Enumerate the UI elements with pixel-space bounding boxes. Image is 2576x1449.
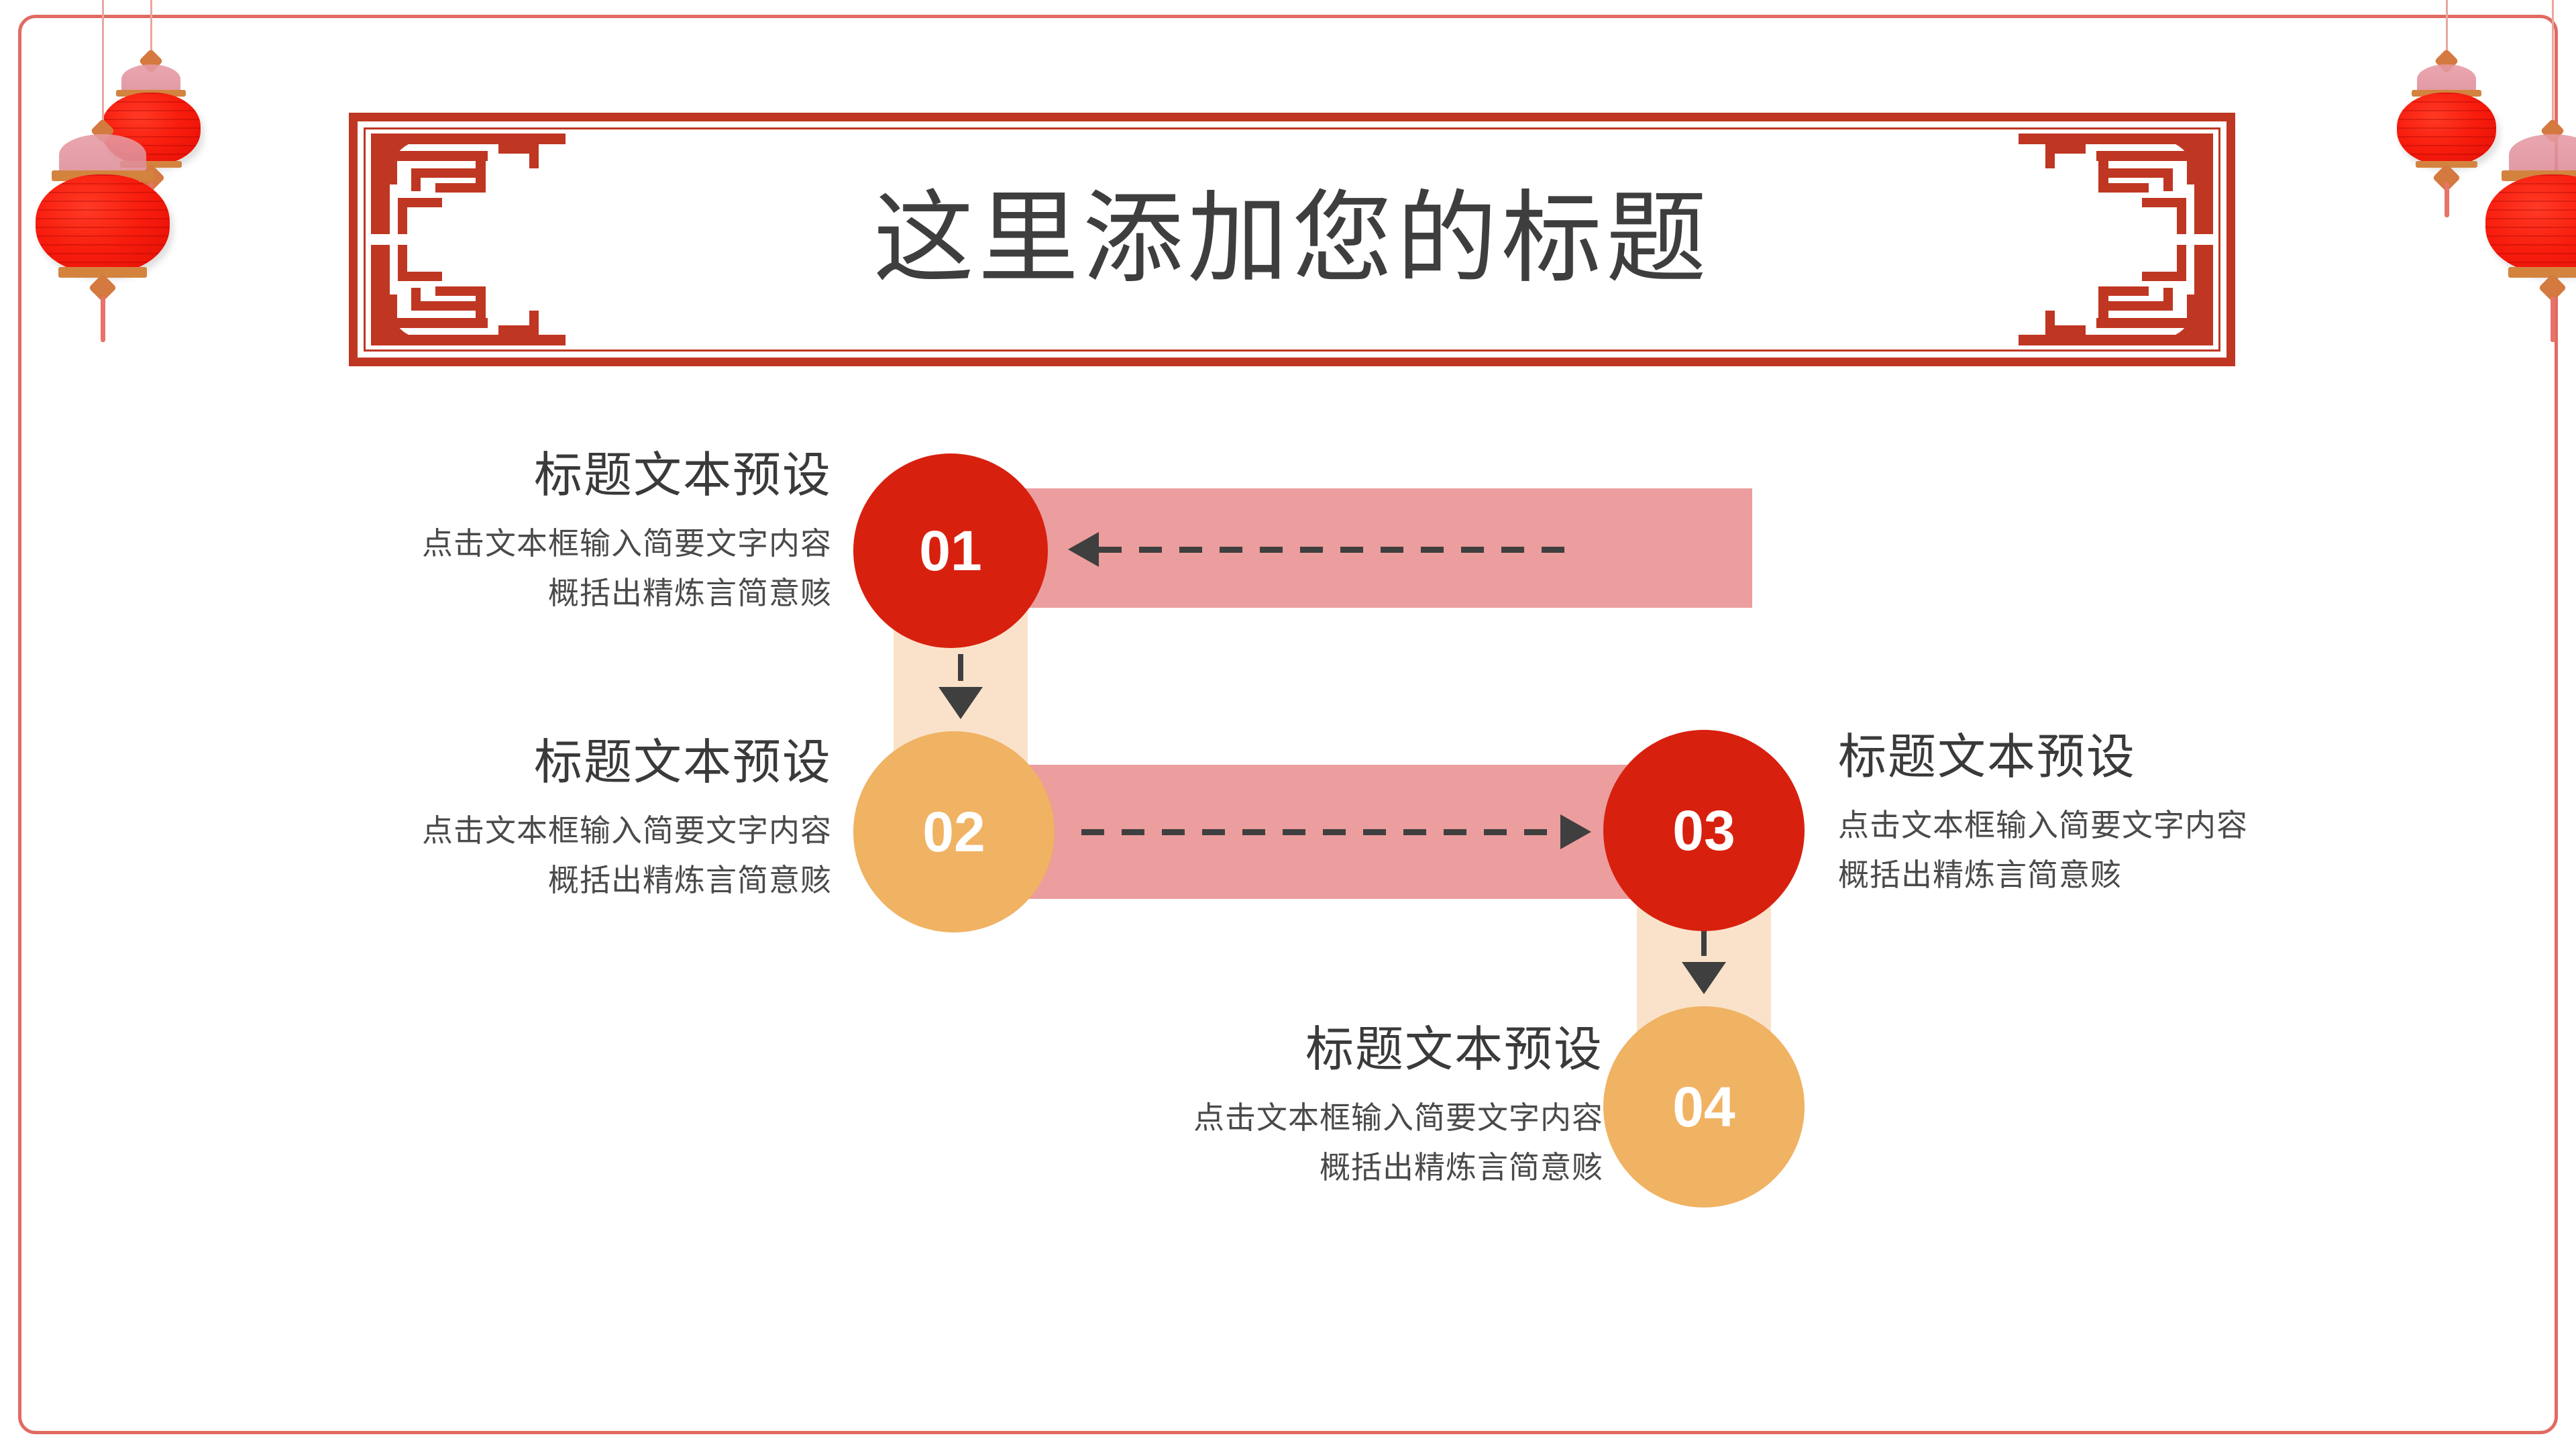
- lantern-string: [150, 0, 152, 59]
- step-heading-04: 标题文本预设: [1305, 1023, 1603, 1077]
- lantern-string: [2551, 0, 2554, 129]
- arrow-into-step-01: [1068, 532, 1564, 567]
- step-text-block-02: 标题文本预设 点击文本框输入简要文字内容 概括出精炼言简意赅: [158, 736, 832, 906]
- step-text-block-01: 标题文本预设 点击文本框输入简要文字内容 概括出精炼言简意赅: [158, 449, 832, 619]
- arrow-dash-line: [1701, 929, 1707, 956]
- lantern-tassel: [2550, 297, 2555, 342]
- lantern-top-right-large: [2482, 0, 2576, 342]
- step-body-line-1: 点击文本框输入简要文字内容: [1193, 1100, 1603, 1135]
- arrow-dash-line: [958, 654, 963, 681]
- step-body-line-1: 点击文本框输入简要文字内容: [422, 526, 832, 561]
- lantern-tassel: [2444, 182, 2449, 217]
- lantern-body: [2485, 174, 2576, 274]
- lantern-dome: [121, 64, 180, 94]
- arrow-head-right-icon: [1560, 814, 1591, 849]
- step-badge-03[interactable]: 03: [1603, 730, 1805, 931]
- step-body-line-2: 概括出精炼言简意赅: [1838, 858, 2122, 893]
- step-body-02: 点击文本框输入简要文字内容 概括出精炼言简意赅: [158, 806, 832, 906]
- lantern-dome: [59, 134, 146, 176]
- arrow-head-left-icon: [1068, 532, 1099, 567]
- step-text-block-04: 标题文本预设 点击文本框输入简要文字内容 概括出精炼言简意赅: [932, 1023, 1603, 1193]
- lantern-base: [58, 267, 147, 278]
- lantern-dome: [2417, 64, 2476, 94]
- step-body-line-1: 点击文本框输入简要文字内容: [1838, 808, 2248, 843]
- step-body-line-2: 概括出精炼言简意赅: [1320, 1150, 1603, 1185]
- lantern-base: [2508, 267, 2576, 278]
- arrow-step-03-to-04: [1680, 929, 1727, 994]
- step-body-line-2: 概括出精炼言简意赅: [548, 863, 832, 898]
- lantern-tassel: [100, 297, 105, 342]
- step-badge-01[interactable]: 01: [853, 453, 1048, 648]
- frame-corner-ornament-icon: [371, 245, 566, 345]
- step-heading-02: 标题文本预设: [533, 736, 832, 790]
- arrow-head-down-icon: [938, 687, 983, 719]
- step-heading-03: 标题文本预设: [1838, 731, 2137, 784]
- arrow-dash-line: [1081, 828, 1560, 835]
- lantern-dome: [2509, 134, 2576, 176]
- arrow-step-02-to-03: [1081, 814, 1591, 849]
- lantern-top-left-large: [32, 0, 173, 342]
- lantern-body: [2397, 93, 2496, 165]
- step-body-04: 点击文本框输入简要文字内容 概括出精炼言简意赅: [932, 1093, 1603, 1193]
- frame-corner-ornament-icon: [2019, 245, 2213, 345]
- lantern-body: [36, 174, 170, 274]
- step-heading-01: 标题文本预设: [533, 449, 832, 502]
- step-body-line-2: 概括出精炼言简意赅: [548, 576, 832, 611]
- title-frame: 这里添加您的标题: [349, 113, 2235, 366]
- arrow-head-down-icon: [1682, 962, 1726, 994]
- step-badge-02[interactable]: 02: [853, 731, 1055, 932]
- step-text-block-03: 标题文本预设 点击文本框输入简要文字内容 概括出精炼言简意赅: [1838, 731, 2509, 901]
- arrow-dash-line: [1099, 546, 1564, 553]
- arrow-step-01-to-02: [937, 654, 984, 719]
- frame-corner-ornament-icon: [2019, 133, 2213, 234]
- lantern-string: [2445, 0, 2448, 59]
- lantern-string: [101, 0, 104, 129]
- step-body-line-1: 点击文本框输入简要文字内容: [422, 813, 832, 848]
- title-frame-inner-line: [364, 127, 2220, 352]
- frame-corner-ornament-icon: [371, 133, 566, 234]
- step-badge-04[interactable]: 04: [1603, 1006, 1805, 1208]
- step-body-01: 点击文本框输入简要文字内容 概括出精炼言简意赅: [158, 519, 832, 619]
- page-title: 这里添加您的标题: [873, 184, 1711, 295]
- lantern-top-right-small: [2396, 0, 2497, 217]
- step-body-03: 点击文本框输入简要文字内容 概括出精炼言简意赅: [1838, 801, 2509, 901]
